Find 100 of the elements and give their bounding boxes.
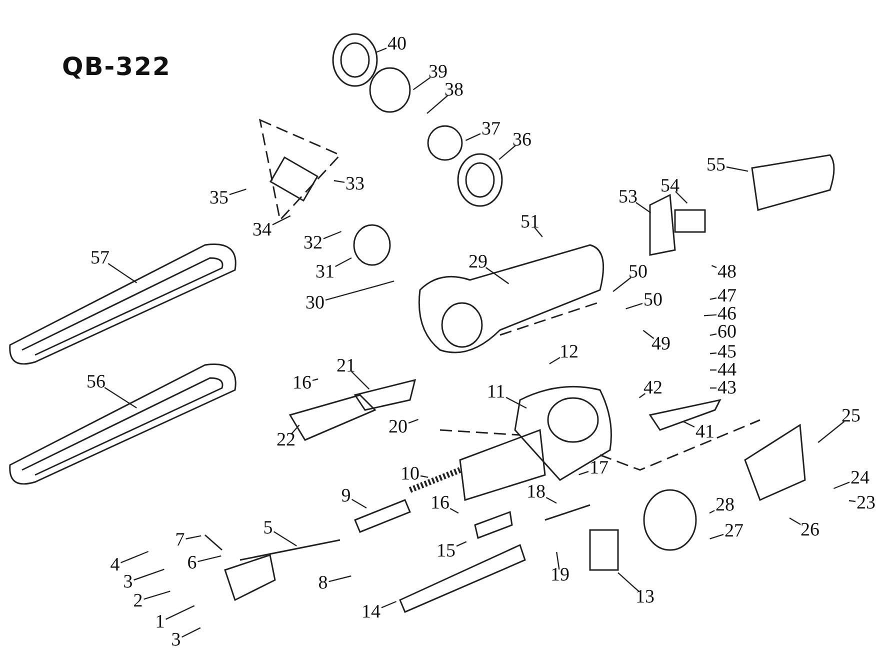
leader-line	[325, 280, 394, 301]
callout-number: 41	[696, 424, 714, 440]
leader-line	[485, 267, 510, 284]
callout-number: 27	[724, 522, 744, 540]
leader-line	[626, 302, 643, 310]
callout-number: 43	[718, 380, 736, 396]
leader-line	[704, 314, 717, 316]
leader-line	[412, 77, 431, 90]
callout-number: 1	[155, 614, 165, 630]
callout-number: 25	[842, 408, 860, 424]
callout-number: 53	[618, 188, 638, 206]
callout-number: 29	[468, 254, 488, 270]
callout-number: 3	[123, 574, 133, 590]
callout-number: 23	[856, 494, 876, 512]
leader-line	[465, 133, 481, 141]
callout-number: 16	[430, 494, 450, 512]
leader-line	[710, 534, 724, 540]
callout-number: 50	[628, 264, 648, 280]
callout-number: 50	[644, 292, 662, 308]
leader-line	[120, 550, 149, 564]
leader-line	[104, 387, 137, 408]
callout-number: 42	[644, 380, 662, 396]
callout-number: 31	[316, 264, 334, 280]
callout-number: 9	[341, 488, 351, 504]
leader-line	[709, 510, 715, 514]
title: QB-322	[62, 52, 171, 81]
leader-line	[108, 263, 138, 284]
leader-line	[420, 475, 428, 478]
leader-line	[334, 180, 345, 183]
leader-line	[578, 470, 589, 476]
callout-number: 30	[306, 294, 324, 312]
callout-number: 17	[590, 460, 608, 476]
callout-number: 56	[86, 374, 106, 390]
callout-number: 8	[318, 574, 328, 592]
callout-number: 14	[362, 604, 380, 620]
callout-number: 48	[718, 264, 736, 280]
callout-number: 44	[718, 362, 736, 378]
callout-number: 10	[400, 466, 420, 482]
callout-number: 57	[90, 250, 110, 266]
leader-line	[134, 568, 164, 581]
callout-number: 7	[175, 532, 185, 548]
leader-line	[198, 555, 222, 562]
leader-line	[290, 424, 300, 435]
leader-line	[710, 369, 716, 371]
leader-line	[726, 166, 748, 172]
leader-line	[351, 371, 370, 390]
callout-number: 35	[210, 190, 228, 206]
callout-number: 24	[850, 470, 870, 486]
leader-line	[182, 627, 201, 638]
leader-line	[328, 575, 352, 582]
callout-number: 13	[636, 588, 654, 606]
leader-line	[186, 535, 202, 540]
callout-number: 45	[718, 344, 736, 360]
callout-number: 60	[718, 324, 736, 340]
leader-line	[229, 188, 246, 196]
leader-line	[642, 330, 654, 339]
callout-number: 4	[110, 556, 120, 574]
callout-number: 2	[133, 592, 143, 610]
callout-number: 54	[660, 178, 680, 194]
leader-line	[556, 552, 560, 570]
leader-line	[683, 421, 695, 428]
leader-line	[272, 215, 291, 226]
callout-number: 5	[263, 520, 273, 536]
callout-number: 40	[388, 36, 406, 52]
leader-line	[833, 482, 850, 490]
callout-number: 51	[520, 214, 540, 230]
callout-number: 46	[718, 306, 736, 322]
callout-number: 19	[550, 566, 570, 584]
leader-line	[710, 387, 716, 389]
leader-line	[789, 517, 801, 526]
callout-number: 33	[346, 176, 364, 192]
callout-number: 36	[512, 132, 532, 148]
callout-number: 47	[718, 288, 736, 304]
callout-number: 15	[436, 542, 456, 560]
leader-line	[426, 95, 448, 114]
callout-number: 39	[428, 64, 448, 80]
leader-line	[710, 352, 717, 354]
leader-line	[273, 531, 297, 546]
callout-number: 20	[388, 418, 408, 436]
callout-number: 37	[482, 120, 500, 138]
callout-number: 22	[276, 432, 296, 448]
callout-number: 55	[706, 156, 726, 174]
leader-line	[638, 393, 646, 398]
callout-number: 11	[486, 384, 506, 400]
leader-line	[675, 191, 688, 204]
callout-number: 18	[526, 484, 546, 500]
leader-line	[711, 265, 717, 268]
callout-number: 16	[292, 374, 312, 392]
leader-line	[335, 257, 352, 268]
callout-number: 32	[304, 234, 322, 252]
leader-line	[546, 496, 557, 504]
leader-line	[498, 145, 516, 160]
callout-number: 49	[652, 336, 670, 352]
callout-number: 21	[336, 358, 356, 374]
leader-line	[381, 600, 397, 608]
leader-line	[848, 500, 856, 502]
leader-line	[506, 396, 527, 409]
leader-line	[549, 356, 560, 364]
leader-line	[450, 508, 459, 514]
leader-line	[375, 48, 387, 54]
